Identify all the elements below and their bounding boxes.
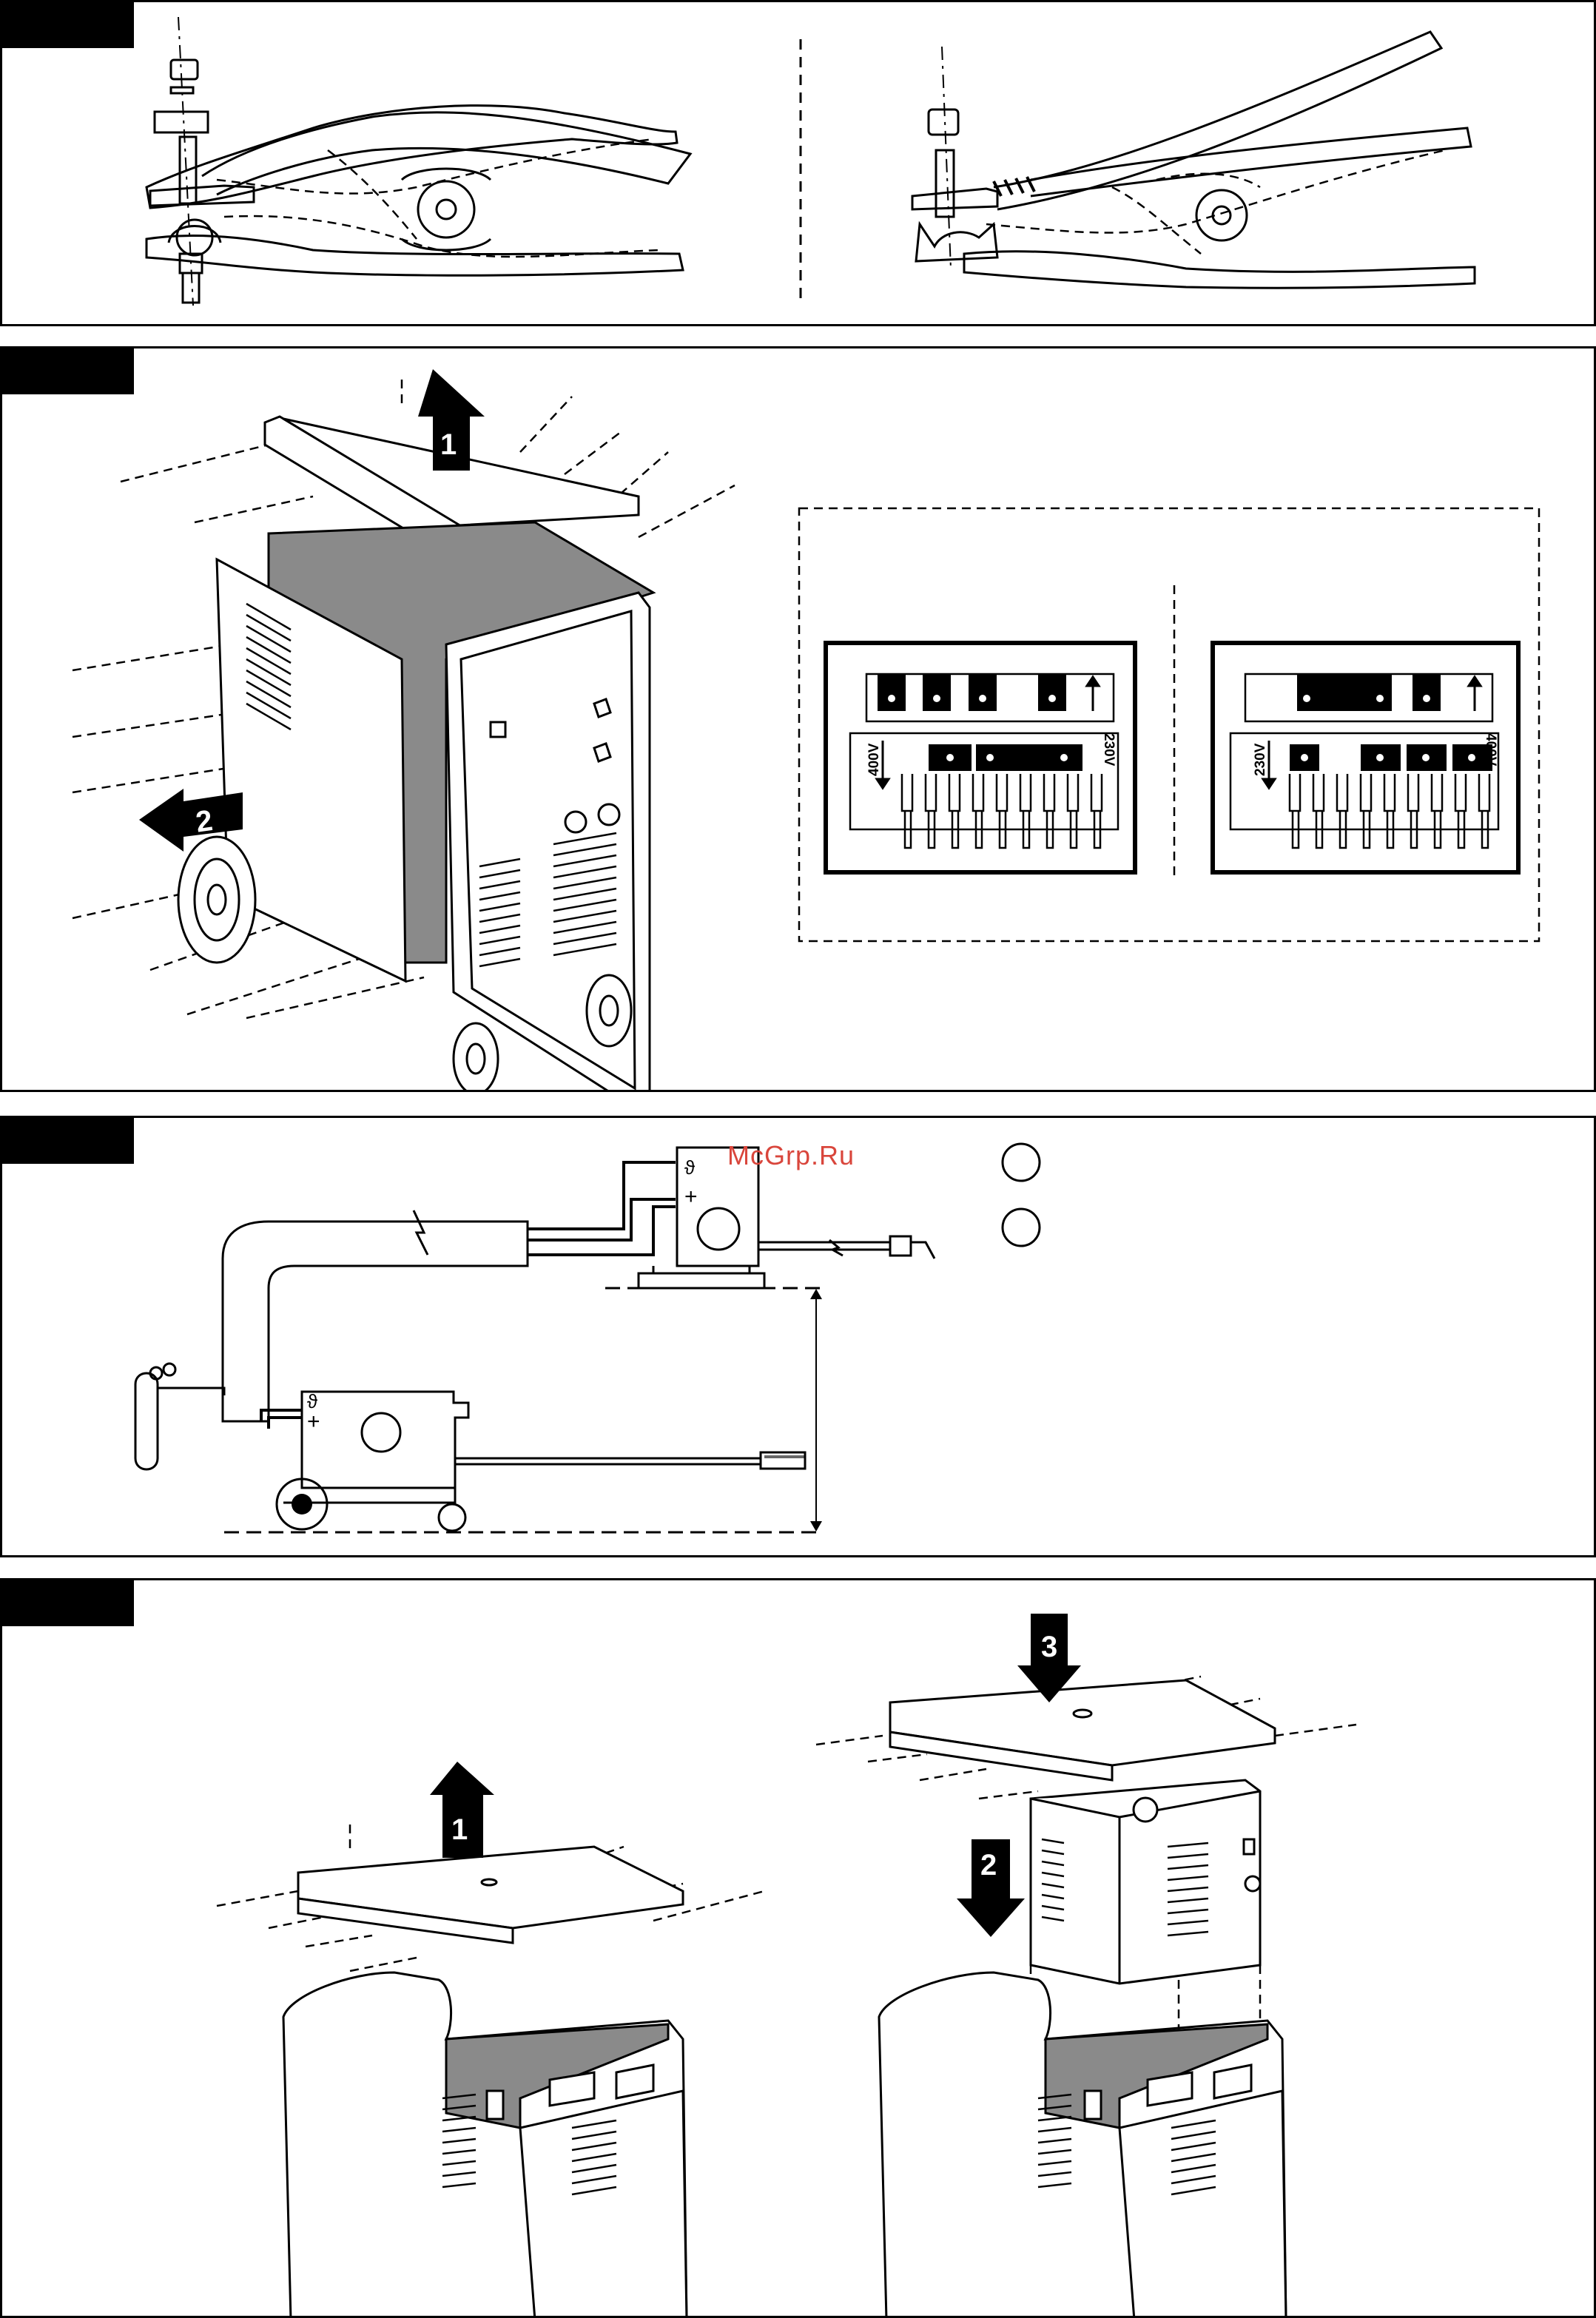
source-plus-symbol: + bbox=[307, 1409, 320, 1434]
panel-voltage-change: 1 2 400V bbox=[0, 346, 1596, 1092]
terminal-left-label-b: 230V bbox=[1101, 733, 1117, 767]
panel-connection: ϑ + ϑ + bbox=[0, 1116, 1596, 1557]
wirefeeder-gas-symbol: ϑ bbox=[684, 1156, 696, 1179]
cabinet-illustration: 1 2 400V bbox=[2, 348, 1596, 1092]
terminal-right-label-b: 400V bbox=[1483, 733, 1498, 767]
left-arrow-up-1-label: 1 bbox=[451, 1813, 468, 1846]
right-arrow-down-3-label: 3 bbox=[1041, 1631, 1057, 1663]
wirefeeder-plus-symbol: + bbox=[684, 1185, 698, 1209]
terminal-left-label-a: 400V bbox=[866, 743, 882, 776]
earth-clamp-illustration bbox=[2, 2, 1596, 326]
arrow-up-1-label: 1 bbox=[440, 428, 457, 461]
terminal-right-label-a: 230V bbox=[1253, 743, 1268, 776]
panel-earth-clamp bbox=[0, 0, 1596, 326]
watermark: McGrp.Ru bbox=[727, 1140, 855, 1171]
connection-diagram: ϑ + ϑ + bbox=[2, 1118, 1596, 1557]
right-arrow-down-2-label: 2 bbox=[980, 1849, 997, 1881]
cooler-mounting-illustration: 1 3 bbox=[2, 1580, 1596, 2318]
panel-cooler-mounting: 1 3 bbox=[0, 1578, 1596, 2318]
